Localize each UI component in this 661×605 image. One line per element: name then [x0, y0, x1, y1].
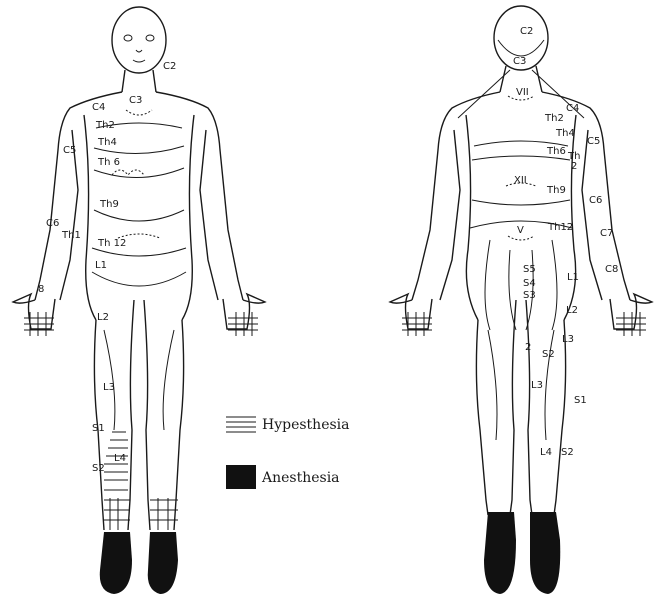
- back-label-th4: Th4: [555, 128, 575, 139]
- front-label-c3: C3: [129, 95, 142, 106]
- front-label-c5: C5: [63, 145, 76, 156]
- front-label-th4: Th4: [97, 137, 117, 148]
- legend-anesthesia-swatch: [226, 465, 256, 489]
- front-label-l4: L4: [114, 453, 126, 464]
- front-label-c4: C4: [92, 102, 105, 113]
- front-leg-dermatome-lines: [104, 330, 174, 430]
- back-label-l3b: L3: [531, 380, 543, 391]
- front-label-l1: L1: [95, 260, 107, 271]
- front-band-th6: [94, 168, 184, 178]
- front-label-c2: C2: [163, 61, 176, 72]
- legend: Hypesthesia Anesthesia: [226, 417, 350, 489]
- back-label-s2c: S2: [561, 447, 574, 458]
- back-right-hand-grid: [616, 312, 646, 336]
- back-legs-inner: [510, 300, 532, 515]
- back-label-th6: Th6: [546, 146, 566, 157]
- legend-hypesthesia-swatch: [226, 417, 256, 432]
- legend-hypesthesia-label: Hypesthesia: [262, 417, 350, 433]
- front-label-th12: Th 12: [97, 238, 126, 249]
- back-label-s3: S3: [523, 290, 536, 301]
- back-label-c3: C3: [513, 56, 526, 67]
- front-label-c8: 8: [38, 284, 44, 295]
- back-label-c5: C5: [587, 136, 600, 147]
- front-mouth: [133, 60, 145, 62]
- back-label-l3: L3: [562, 334, 574, 345]
- back-label-l1: L1: [567, 272, 579, 283]
- front-left-eye: [124, 35, 132, 41]
- front-right-foot-anesthesia: [148, 532, 178, 594]
- back-label-c8: C8: [605, 264, 618, 275]
- back-label-c7: C7: [600, 228, 613, 239]
- front-label-l2: L2: [97, 312, 109, 323]
- front-label-th6: Th 6: [97, 157, 120, 168]
- back-label-s1: S1: [574, 395, 587, 406]
- back-label-l2: L2: [566, 305, 578, 316]
- front-label-l3: L3: [103, 382, 115, 393]
- back-right-foot-anesthesia: [530, 512, 560, 594]
- back-label-th12: Th12: [547, 222, 573, 233]
- back-leg-dermatome-lines: [488, 330, 554, 440]
- front-dotted-th6: [112, 170, 144, 175]
- front-legs-inner: [128, 300, 150, 530]
- front-left-foot-anesthesia: [100, 532, 132, 594]
- front-band-th9: [94, 210, 184, 221]
- front-label-th2: Th2: [95, 120, 115, 131]
- back-label-c6: C6: [589, 195, 602, 206]
- front-band-l1: [92, 272, 186, 286]
- front-right-hand-grid: [228, 312, 258, 336]
- legend-anesthesia-label: Anesthesia: [261, 470, 340, 486]
- front-figure: C2 C3 C4 Th2 C5 Th4 Th 6 Th9 C6 Th1 Th 1…: [13, 7, 265, 594]
- front-label-th9: Th9: [99, 199, 119, 210]
- back-head-c2-line: [498, 40, 544, 56]
- front-label-s2: S2: [92, 463, 105, 474]
- front-dotted-c3: [126, 110, 152, 115]
- back-label-s2b: 2: [525, 342, 531, 353]
- back-left-foot-anesthesia: [484, 512, 516, 594]
- front-label-c6: C6: [46, 218, 59, 229]
- front-right-eye: [146, 35, 154, 41]
- back-label-v: V: [517, 225, 524, 236]
- front-nose: [136, 50, 142, 52]
- back-label-l4: L4: [540, 447, 552, 458]
- back-label-s4: S4: [523, 278, 536, 289]
- back-label-th9: Th9: [546, 185, 566, 196]
- back-label-th1b: 2: [571, 161, 577, 172]
- front-label-th1: Th1: [61, 230, 81, 241]
- back-label-s5: S5: [523, 264, 536, 275]
- front-arms-inner: [60, 130, 218, 300]
- back-band-th9: [472, 200, 570, 205]
- front-left-leg-hatch: [104, 432, 130, 530]
- front-band-th12: [92, 248, 186, 256]
- front-label-s1: S1: [92, 423, 105, 434]
- back-label-th2: Th2: [544, 113, 564, 124]
- back-label-c2: C2: [520, 26, 533, 37]
- back-label-vii: VII: [516, 87, 529, 98]
- back-figure: C2 C3 VII C4 Th2 Th4 C5 Th6 Th 2 XII Th9…: [390, 6, 652, 594]
- back-label-s2: S2: [542, 349, 555, 360]
- back-label-xii: XII: [514, 175, 527, 186]
- back-sacral-lines: [485, 240, 557, 330]
- back-dotted-v: [508, 236, 534, 240]
- front-legs-outer: [94, 320, 183, 530]
- back-label-c4: C4: [566, 103, 579, 114]
- front-head: [112, 7, 166, 73]
